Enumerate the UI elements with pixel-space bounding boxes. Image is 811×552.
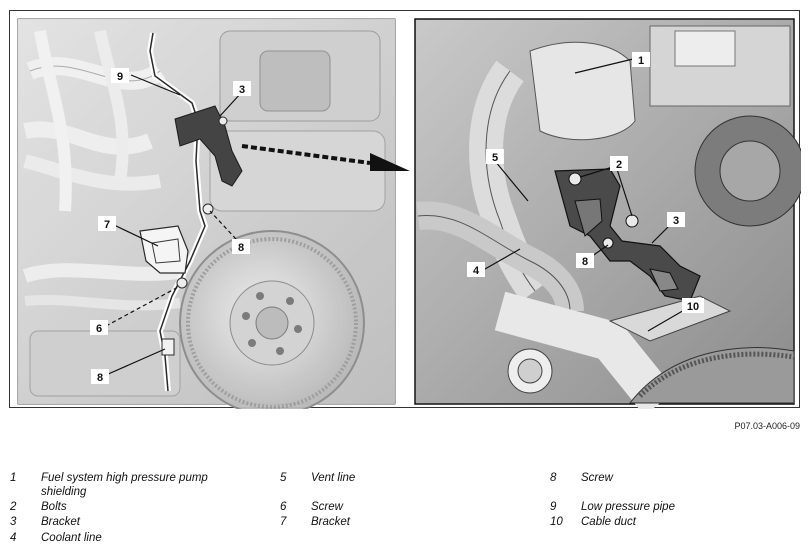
legend-label: Low pressure pipe <box>581 501 675 513</box>
svg-text:9: 9 <box>117 71 123 83</box>
callout-1: 1 <box>632 52 650 67</box>
right-engine-art <box>416 20 801 409</box>
legend-number: 4 <box>10 532 17 544</box>
callout-6: 6 <box>90 320 108 335</box>
callout-8-lower: 8 <box>91 369 109 384</box>
left-panel: 9 3 7 8 6 8 <box>17 18 410 409</box>
right-panel: 1 2 5 3 4 8 10 <box>414 18 801 409</box>
legend-number: 9 <box>550 501 557 513</box>
legend-label: Bracket <box>311 516 350 528</box>
svg-text:1: 1 <box>638 55 644 67</box>
left-engine-art <box>18 19 395 409</box>
engine-drawing: 9 3 7 8 6 8 <box>17 18 801 409</box>
svg-text:4: 4 <box>473 265 480 277</box>
callout-3: 3 <box>233 81 251 96</box>
legend-label: Screw <box>311 501 343 513</box>
legend-number: 10 <box>550 516 563 528</box>
svg-text:10: 10 <box>687 301 699 313</box>
left-callout-lines <box>105 74 242 376</box>
legend-label: Cable duct <box>581 516 636 528</box>
callout-10: 10 <box>682 298 704 313</box>
callout-3-right: 3 <box>667 212 685 227</box>
callout-2: 2 <box>610 156 628 171</box>
callout-4: 4 <box>467 262 485 277</box>
svg-text:6: 6 <box>96 323 102 335</box>
callout-7: 7 <box>98 216 116 231</box>
legend-label: Fuel system high pressure pump shielding <box>41 472 208 498</box>
legend-number: 2 <box>10 501 17 513</box>
legend-number: 6 <box>280 501 287 513</box>
legend-label: Screw <box>581 472 613 484</box>
legend-number: 7 <box>280 516 287 528</box>
svg-text:3: 3 <box>673 215 679 227</box>
svg-text:7: 7 <box>104 219 110 231</box>
legend-number: 8 <box>550 472 557 484</box>
svg-text:2: 2 <box>616 159 622 171</box>
detail-leader <box>241 144 410 171</box>
legend-label: Bolts <box>41 501 67 513</box>
svg-text:8: 8 <box>582 256 588 268</box>
legend-label: Bracket <box>41 516 80 528</box>
callout-5: 5 <box>486 149 504 164</box>
legend-label: Vent line <box>311 472 356 484</box>
svg-text:8: 8 <box>97 372 103 384</box>
svg-text:5: 5 <box>492 152 498 164</box>
legend-number: 5 <box>280 472 287 484</box>
figure-reference: P07.03-A006-09 <box>734 421 800 431</box>
engine-illustration: 9 3 7 8 6 8 <box>9 10 801 409</box>
legend-number: 3 <box>10 516 17 528</box>
svg-text:8: 8 <box>238 242 244 254</box>
callout-9: 9 <box>111 68 129 83</box>
svg-text:3: 3 <box>239 84 245 96</box>
callout-8-right: 8 <box>576 253 594 268</box>
legend-label: Coolant line <box>41 532 102 544</box>
callout-8-upper: 8 <box>232 239 250 254</box>
legend-number: 1 <box>10 472 17 484</box>
